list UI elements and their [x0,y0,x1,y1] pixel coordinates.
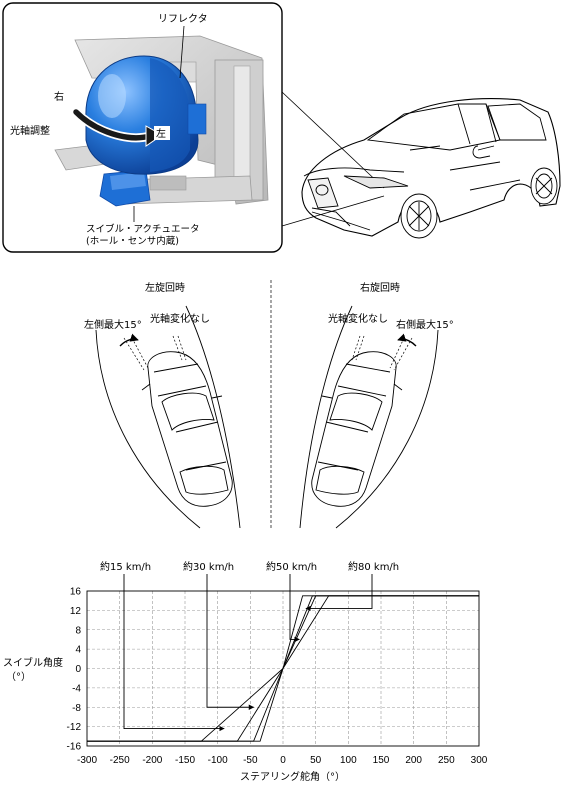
chart-y-tick-label: 4 [75,645,81,656]
axis-adjust-label: 光軸調整 [10,124,50,137]
left-no-change-beam-b [177,335,187,361]
zoom-connector-upper [281,91,385,189]
chart-callout-label: 約30 km/h [183,560,234,573]
right-max-angle-arc [397,333,417,347]
chart-y-axis-unit: （°） [6,671,31,683]
chart-x-tick-label: -100 [208,755,228,766]
left-max-angle-arc [119,333,139,347]
chart-x-tick-label: -300 [77,755,97,766]
left-road-edge-inner [185,305,241,529]
reflector-leader-line [179,25,185,79]
right-road-edge-inner [299,305,353,529]
right-car-topview [311,351,403,507]
chart-callouts: 約15 km/h 約30 km/h 約50 km/h 約80 km/h [100,560,399,732]
chart-x-tick-label: -50 [243,755,258,766]
actuator-sublabel: (ホール・センサ内蔵) [86,235,179,247]
chart-grid [87,591,479,746]
reflector-label: リフレクタ [158,13,208,25]
chart-y-tick-label: -16 [67,742,82,753]
zoom-connector-lower [281,195,385,227]
chart-y-tick-label: -12 [67,722,82,733]
chart-callout-leader [206,574,255,710]
left-direction-label: 左 [156,127,166,140]
left-max-beam-b [131,337,149,369]
right-direction-label: 右 [54,90,64,103]
right-max-beam-b [389,337,405,369]
chart-callout-label: 約50 km/h [266,560,317,573]
left-road-edge-outer [95,329,201,529]
chart-x-tick-label: 50 [310,755,322,766]
chart-x-tick-labels: -300 -250 -200 -150 -100 -50 0 50 100 150 200 250 30… [77,755,488,766]
chart-series [87,595,479,742]
right-no-change-label: 光軸変化なし [328,312,388,325]
chart-y-axis-label: スイブル角度 [3,656,63,669]
chart-plot-frame [86,590,480,747]
left-turn-title: 左旋回時 [145,281,185,294]
right-road-edge-outer [335,329,439,529]
swivel-angle-chart: -300 -250 -200 -150 -100 -50 0 50 100 150 200 250 30… [3,560,488,783]
chart-y-tick-label: 0 [75,664,81,675]
chart-y-tick-labels: 16 12 8 4 0 -4 -8 -12 -16 [67,587,82,753]
left-no-change-beam-a [172,335,183,361]
reflector-dome [85,55,207,175]
chart-callout-label: 約15 km/h [100,560,151,573]
turning-illustration-panel: 左旋回時 右旋回時 [84,280,454,529]
left-no-change-label: 光軸変化なし [150,312,210,325]
right-no-change-beam-b [351,335,361,361]
chart-callout-leader [289,574,300,643]
chart-x-tick-label: 100 [340,755,357,766]
chart-x-tick-label: -250 [110,755,130,766]
chart-callout-leader [305,574,373,612]
actuator-label: スイブル・アクチュエータ [86,223,200,235]
right-max-15-label: 右側最大15° [396,318,454,331]
chart-series-line [87,595,479,742]
lamp-illustration-panel: リフレクタ 右 左 光軸調整 スイブル・アクチュエータ (ホール・センサ内蔵) [2,2,385,253]
left-max-beam-a [123,337,145,371]
left-car-topview [141,351,233,507]
left-direction-label-bg [154,126,170,140]
chart-y-tick-label: 8 [75,625,81,636]
right-no-change-beam-a [355,335,365,361]
chart-y-tick-label: -8 [72,703,81,714]
chart-callout-leader [123,574,225,732]
swivel-actuator [99,169,187,207]
vehicle-illustration [301,98,561,239]
left-max-15-label: 左側最大15° [84,318,142,331]
chart-callout-label: 約80 km/h [348,560,399,573]
chart-x-tick-label: 150 [373,755,390,766]
chart-x-tick-label: 200 [405,755,422,766]
chart-x-tick-label: -150 [175,755,195,766]
chart-x-tick-label: 300 [471,755,488,766]
chart-y-tick-label: -4 [72,683,81,694]
chart-x-axis-label: ステアリング舵角（°） [240,770,345,783]
chart-x-tick-label: 0 [280,755,286,766]
chart-y-tick-label: 12 [70,606,82,617]
chart-x-tick-label: 250 [438,755,455,766]
chart-x-tick-label: -200 [142,755,162,766]
chart-y-tick-label: 16 [70,587,82,598]
right-turn-title: 右旋回時 [360,281,400,294]
